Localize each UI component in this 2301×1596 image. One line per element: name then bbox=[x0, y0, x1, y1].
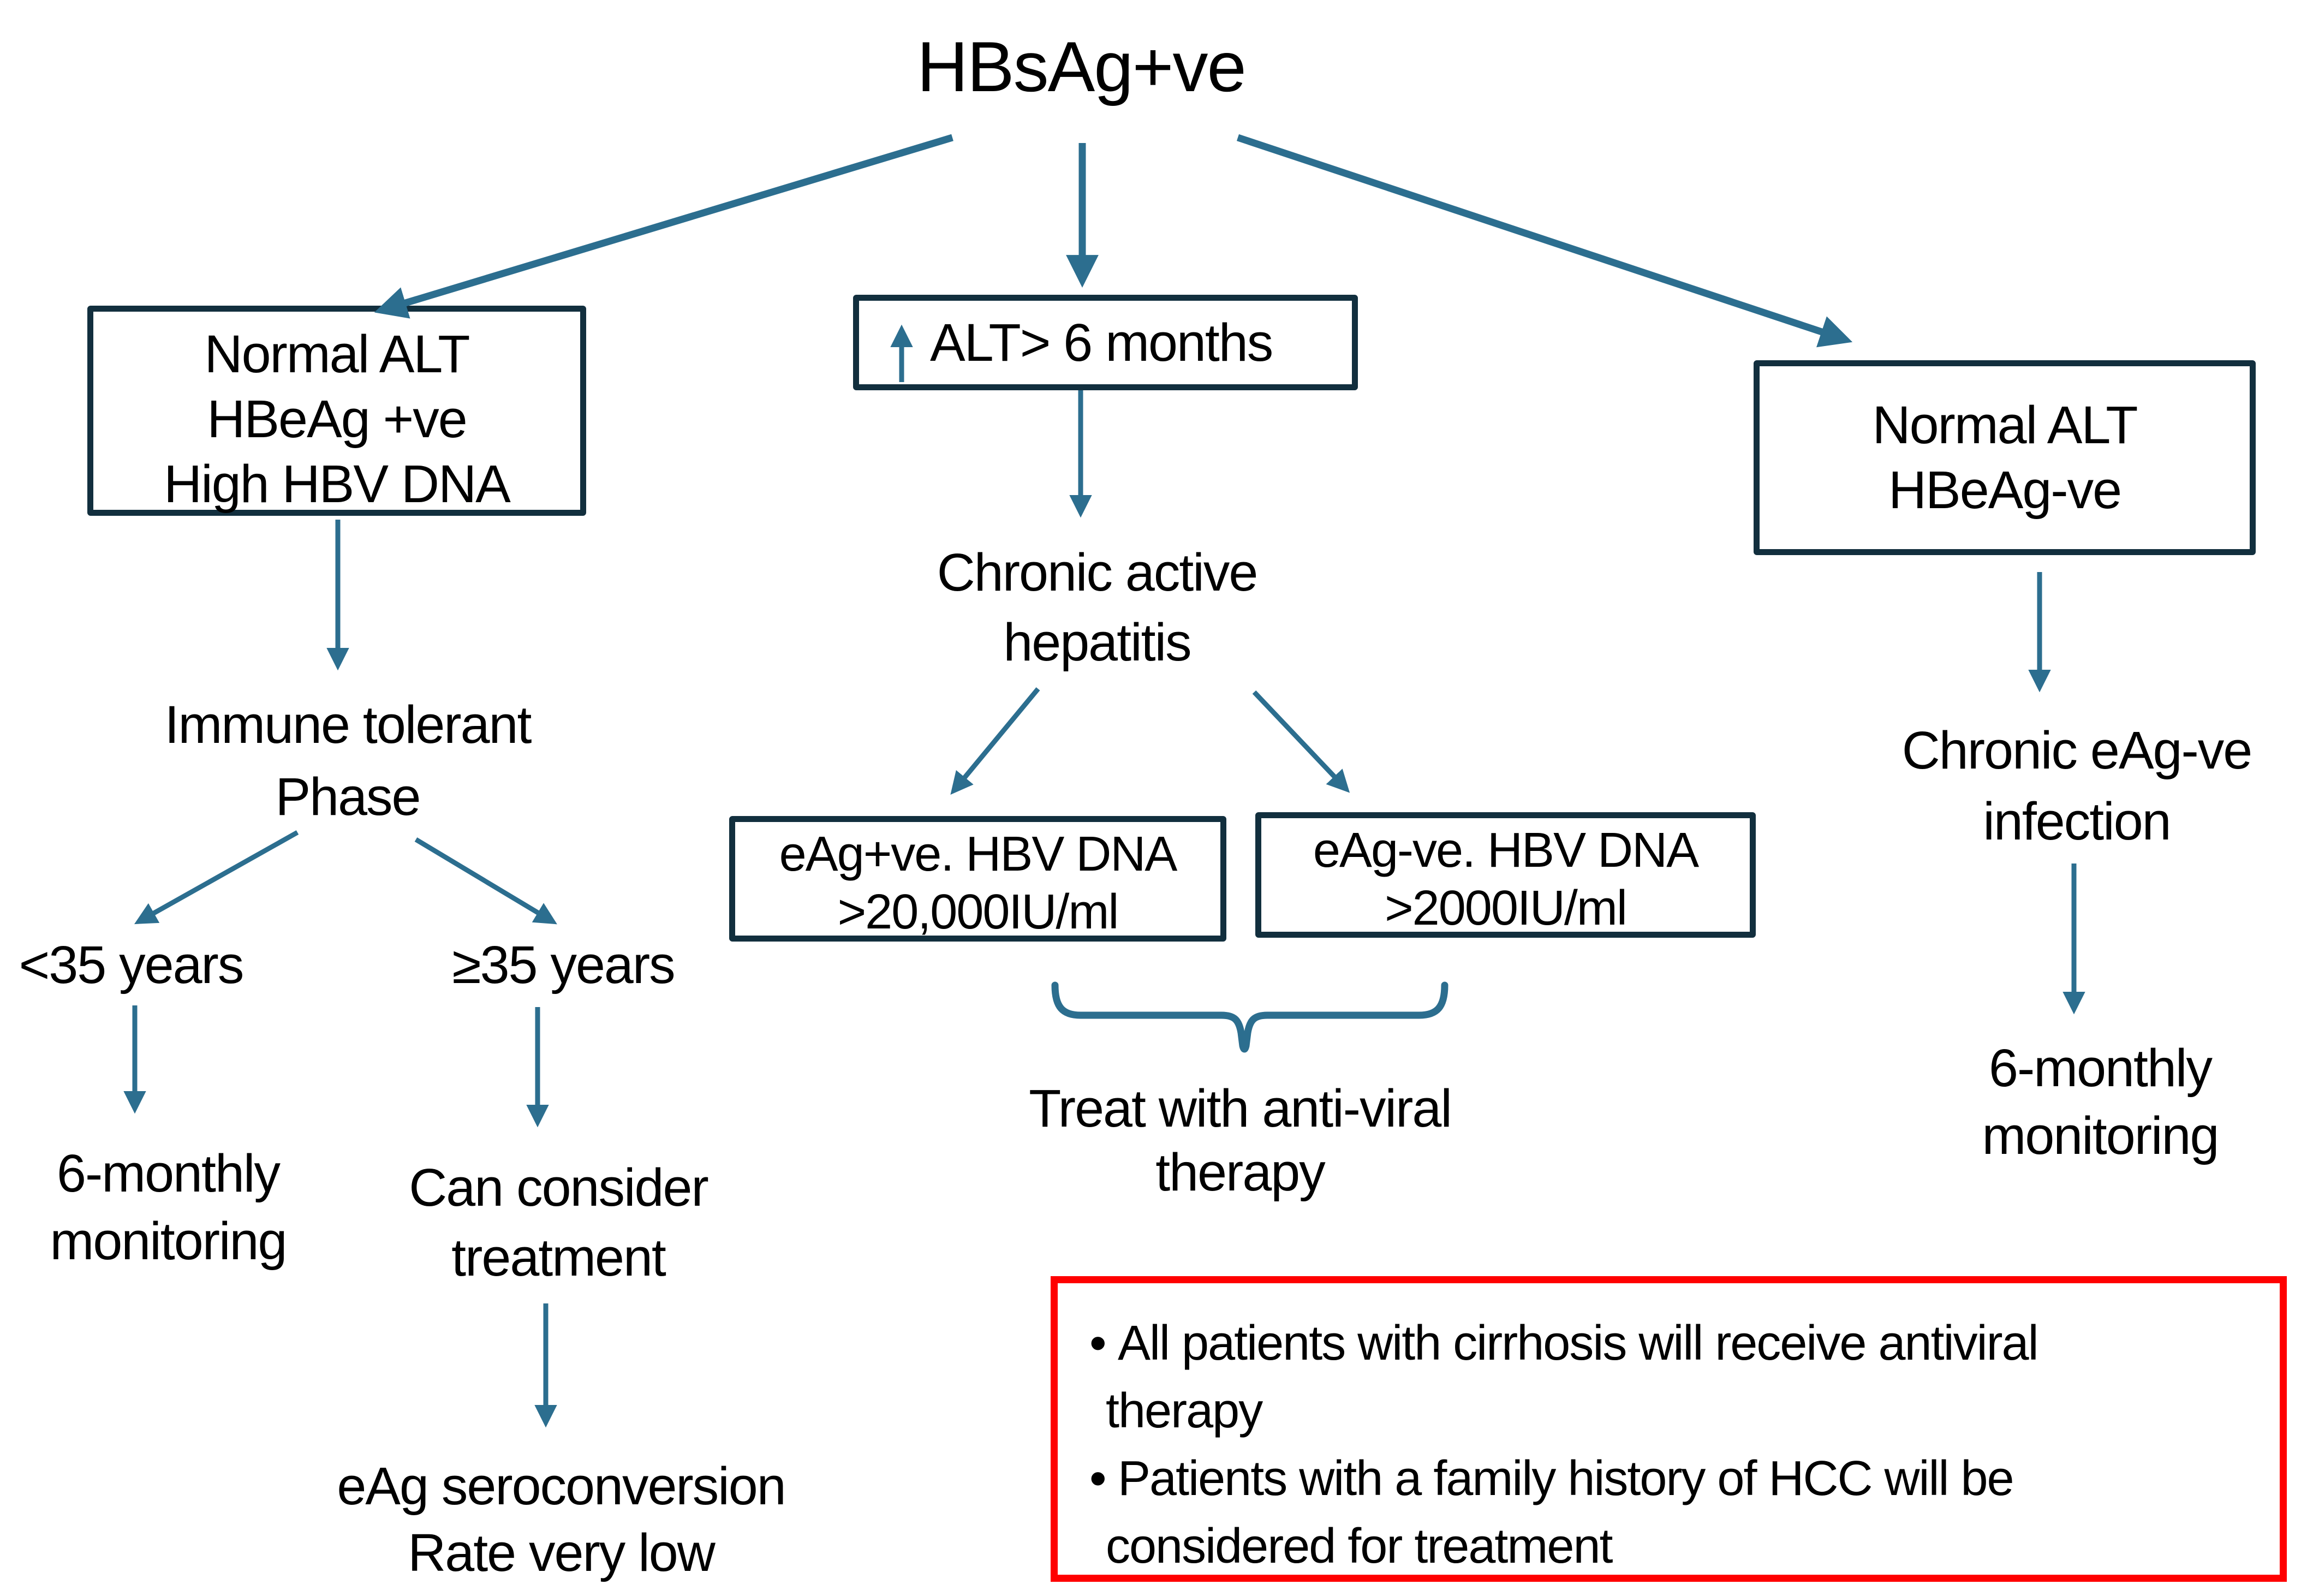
label-line: treatment bbox=[451, 1228, 666, 1287]
label-under-35-years: <35 years bbox=[19, 935, 245, 994]
arrow-chronic-to-eag-pos bbox=[950, 687, 1040, 795]
arrow-title-to-left-box bbox=[374, 134, 953, 319]
label-line: infection bbox=[1983, 791, 2171, 851]
box-normal-alt-hbeag-neg: Normal ALT HBeAg-ve bbox=[1754, 360, 2256, 555]
brace-under-eag-boxes bbox=[1051, 981, 1448, 1053]
label-line: Chronic active bbox=[937, 543, 1259, 602]
label-line: hepatitis bbox=[1003, 612, 1191, 672]
alert-bullet-2: •Patients with a family history of HCC w… bbox=[1089, 1445, 2014, 1580]
label-line: 6-monthly bbox=[57, 1144, 281, 1203]
box-line: >2000IU/ml bbox=[1385, 881, 1628, 936]
label-line: monitoring bbox=[50, 1211, 288, 1271]
label-chronic-active-hepatitis: Chronic active hepatitis bbox=[879, 538, 1315, 677]
arrow-immune-to-over35 bbox=[414, 837, 557, 925]
label-line: therapy bbox=[1155, 1142, 1326, 1202]
box-line: eAg+ve. HBV DNA bbox=[779, 827, 1178, 882]
page-title: HBsAg+ve bbox=[917, 27, 1247, 106]
box-eag-pos-dna: eAg+ve. HBV DNA >20,000IU/ml bbox=[729, 816, 1226, 942]
label-over-35-years: ≥35 years bbox=[452, 935, 675, 994]
label-line: eAg seroconversion bbox=[337, 1456, 786, 1516]
bullet-text: Patients with a family history of HCC wi… bbox=[1118, 1451, 2014, 1506]
label-immune-tolerant-phase: Immune tolerant Phase bbox=[75, 689, 621, 833]
box-line: ALT> 6 months bbox=[930, 312, 1273, 372]
label-treat-antiviral-therapy: Treat with anti-viral therapy bbox=[994, 1076, 1486, 1204]
bullet-text-continuation: considered for treatment bbox=[1106, 1519, 1613, 1574]
bullet-icon: • bbox=[1089, 1316, 1107, 1371]
label-chronic-eag-neg-infection: Chronic eAg-ve infection bbox=[1858, 715, 2295, 857]
bullet-icon: • bbox=[1089, 1451, 1107, 1506]
box-line: Normal ALT bbox=[204, 324, 470, 384]
alert-box-treatment-notes: •All patients with cirrhosis will receiv… bbox=[1051, 1276, 2287, 1582]
bullet-text-continuation: therapy bbox=[1106, 1384, 1263, 1438]
label-line: Phase bbox=[275, 767, 421, 826]
label-line: Can consider bbox=[409, 1158, 709, 1217]
alert-bullet-1: •All patients with cirrhosis will receiv… bbox=[1089, 1309, 2039, 1445]
box-line: HBeAg +ve bbox=[207, 389, 467, 449]
arrow-immune-to-under35 bbox=[134, 830, 299, 925]
bullet-text: All patients with cirrhosis will receive… bbox=[1118, 1316, 2039, 1371]
box-alt-elevated-6-months: ALT> 6 months bbox=[853, 295, 1358, 390]
box-line: >20,000IU/ml bbox=[837, 885, 1119, 939]
box-line: Normal ALT bbox=[1872, 395, 2138, 455]
box-normal-alt-hbeag-pos: Normal ALT HBeAg +ve High HBV DNA bbox=[87, 306, 586, 516]
label-line: Treat with anti-viral bbox=[1029, 1079, 1452, 1138]
label-line: Immune tolerant bbox=[164, 695, 532, 754]
arrow-chronic-to-eag-neg bbox=[1252, 690, 1350, 793]
label-can-consider-treatment: Can consider treatment bbox=[395, 1153, 722, 1293]
label-line: monitoring bbox=[1982, 1106, 2220, 1165]
label-6-monthly-monitoring-right: 6-monthly monitoring bbox=[1936, 1034, 2264, 1170]
box-eag-neg-dna: eAg-ve. HBV DNA >2000IU/ml bbox=[1255, 812, 1756, 938]
label-line: 6-monthly bbox=[1989, 1038, 2213, 1098]
box-line: High HBV DNA bbox=[164, 454, 511, 514]
label-6-monthly-monitoring-left: 6-monthly monitoring bbox=[4, 1140, 332, 1275]
label-line: Chronic eAg-ve bbox=[1901, 720, 2253, 780]
label-line: Rate very low bbox=[408, 1523, 716, 1582]
box-line: eAg-ve. HBV DNA bbox=[1313, 823, 1699, 878]
box-line: HBeAg-ve bbox=[1888, 460, 2122, 520]
label-eag-seroconversion: eAg seroconversion Rate very low bbox=[288, 1453, 834, 1586]
